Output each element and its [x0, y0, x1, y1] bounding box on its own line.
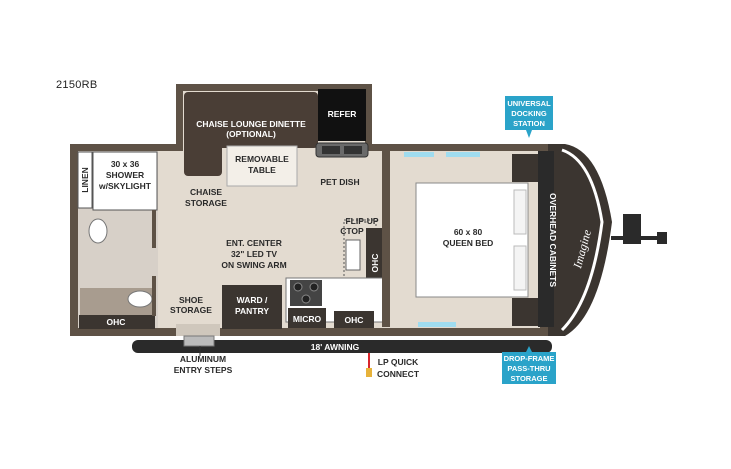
bath-ohc — [79, 315, 155, 329]
overhead-cabinets — [538, 151, 554, 327]
shoe-storage-label-2: STORAGE — [170, 305, 212, 315]
docking-label-3: STATION — [513, 119, 545, 128]
window-kitchen — [404, 152, 434, 157]
drop-frame-badge — [502, 346, 556, 384]
lower-ohc-label: OHC — [345, 315, 364, 325]
window-bed-bottom — [418, 322, 456, 327]
hitch-coupler — [657, 232, 667, 244]
entry-steps — [183, 335, 215, 347]
shower-label-1: 30 x 36 — [111, 159, 140, 169]
drop-frame-label-1: DROP-FRAME — [504, 354, 555, 363]
model-number: 2150RB — [56, 79, 98, 91]
docking-station-badge — [505, 96, 553, 138]
micro-label: MICRO — [293, 314, 322, 324]
entry-door — [176, 324, 220, 336]
pet-dish-bowl-1 — [322, 146, 340, 154]
nightstand-top — [512, 154, 538, 182]
removable-table — [226, 145, 298, 187]
kitchen-sink — [345, 239, 361, 271]
overhead-cabinets-label: OVERHEAD CABINETS — [548, 193, 558, 287]
shoe-storage-label-1: SHOE — [179, 295, 203, 305]
chaise-storage-label-2: STORAGE — [185, 198, 227, 208]
queen-bed — [415, 182, 529, 298]
lp-label-2: CONNECT — [377, 369, 420, 379]
bath-sink — [127, 290, 153, 308]
shower-label-2: SHOWER — [106, 170, 144, 180]
shower — [92, 151, 158, 211]
drop-frame-label-2: PASS-THRU — [507, 364, 550, 373]
ent-center-label-3: ON SWING ARM — [221, 260, 286, 270]
toilet — [88, 218, 108, 244]
docking-label-1: UNIVERSAL — [507, 99, 551, 108]
wardrobe-label-1: WARD / — [237, 295, 268, 305]
pet-dish-label: PET DISH — [320, 177, 359, 187]
wardrobe-label-2: PANTRY — [235, 306, 269, 316]
window-bed-top — [446, 152, 480, 157]
refer-label: REFER — [328, 109, 357, 119]
pillow-2 — [513, 245, 527, 291]
table-label-2: TABLE — [248, 165, 276, 175]
table-label-1: REMOVABLE — [235, 154, 289, 164]
flip-up-label-2: CTOP EXT. — [340, 226, 384, 236]
lp-label-1: LP QUICK — [378, 357, 419, 367]
awning — [132, 340, 552, 353]
burner-1 — [293, 282, 303, 292]
shower-label-3: w/SKYLIGHT — [98, 181, 152, 191]
refrigerator — [318, 89, 366, 141]
linen-label: LINEN — [80, 167, 90, 193]
kitchen-ohc-label: OHC — [370, 254, 380, 273]
linen-cabinet — [77, 151, 93, 209]
awning-label: 18' AWNING — [311, 342, 360, 352]
bath-ohc-label: OHC — [107, 317, 126, 327]
dinette-label-2: (OPTIONAL) — [226, 129, 276, 139]
nightstand-bottom — [512, 298, 538, 326]
dinette-sofa-arm — [184, 120, 222, 176]
entry-steps-label-2: ENTRY STEPS — [174, 365, 233, 375]
drop-frame-label-3: STORAGE — [511, 374, 548, 383]
ent-center-label-1: ENT. CENTER — [226, 238, 282, 248]
bedroom-wall — [382, 151, 390, 327]
flip-up-label-1: FLIP-UP — [345, 216, 378, 226]
hitch-jack — [623, 214, 641, 244]
entry-steps-label-1: ALUMINUM — [180, 354, 226, 364]
burner-2 — [309, 282, 319, 292]
front-cap-stripe — [560, 148, 604, 332]
bath-partition — [152, 210, 156, 248]
burner-3 — [301, 294, 311, 304]
chaise-storage-label-1: CHAISE — [190, 187, 222, 197]
wardrobe-pantry — [222, 285, 282, 329]
dinette-label-1: CHAISE LOUNGE DINETTE — [196, 119, 306, 129]
ent-center-label-2: 32" LED TV — [231, 249, 277, 259]
bed-label-1: 60 x 80 — [454, 227, 483, 237]
pet-dish-bowl-2 — [344, 146, 362, 154]
microwave — [288, 308, 326, 328]
docking-label-2: DOCKING — [511, 109, 547, 118]
lp-connector — [366, 368, 372, 377]
lower-ohc — [334, 311, 374, 328]
bed-label-2: QUEEN BED — [443, 238, 494, 248]
pillow-1 — [513, 189, 527, 235]
bath-partition-lower — [152, 276, 156, 316]
